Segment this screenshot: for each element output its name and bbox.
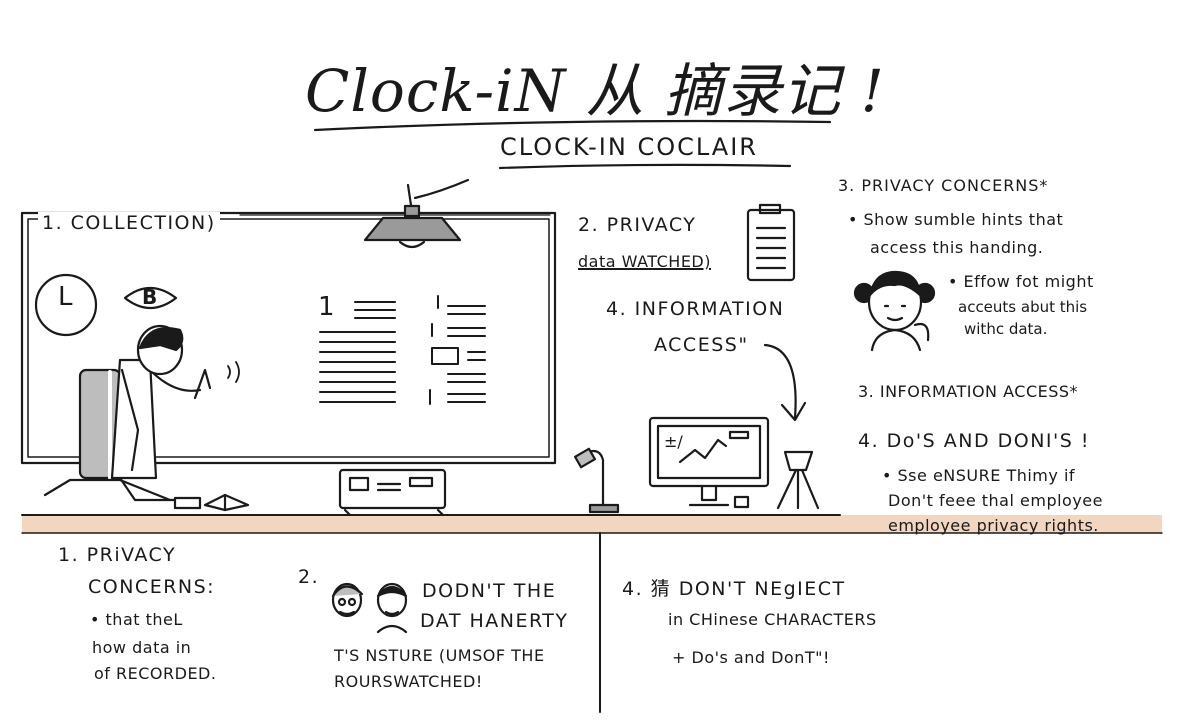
information-access-heading: 3. INFORMATION ACCESS* <box>858 382 1079 401</box>
dos-line1: • Sse eNSURE Thimy if <box>882 466 1076 485</box>
monitor <box>648 416 770 509</box>
bottom-panel1-line1: • that theL <box>90 610 183 629</box>
title-underline <box>313 119 832 132</box>
subtitle-underline <box>498 163 792 170</box>
monitor-screen-glyph: ±/ <box>664 432 683 451</box>
eye-badge-glyph: B <box>142 285 158 309</box>
collection-label: 1. COLLECTION) <box>38 212 220 234</box>
two-faces-icon <box>331 582 408 634</box>
data-watched-label: data WATCHED) <box>578 252 711 271</box>
desktop-device <box>338 468 447 517</box>
dos-line3: employee privacy rights. <box>888 516 1099 535</box>
document-icon <box>746 203 796 282</box>
page-subtitle: CLOCK-IN COCLAIR <box>500 133 758 161</box>
bottom-panel3-line2: + Do's and DonT"! <box>672 648 830 667</box>
bottom-panel2-line1: DODN'T THE <box>422 580 557 602</box>
dos-and-donts-heading: 4. Do'S AND DONI'S ! <box>858 430 1090 452</box>
ceiling-lamp <box>363 178 470 249</box>
sound-wave-icon <box>227 361 240 383</box>
information-label: 4. INFORMATION <box>606 298 785 320</box>
privacy-heading: 2. PRIVACY <box>578 214 697 236</box>
desk-surface <box>22 515 1162 533</box>
bottom-panel1-line3: of RECORDED. <box>94 664 217 683</box>
page-title: Clock-iN 从 摘录记 ! <box>305 57 885 125</box>
plant-stand <box>776 450 820 510</box>
effow-line3: withc data. <box>964 320 1048 338</box>
clock-hand-glyph: L <box>58 282 73 312</box>
book-icon <box>203 493 250 512</box>
dos-line2: Don't feee thal employee <box>888 491 1103 510</box>
access-label: ACCESS" <box>654 334 749 356</box>
whiteboard-list <box>319 295 486 405</box>
eye-icon <box>123 286 178 310</box>
clock-icon <box>34 273 98 337</box>
bottom-panel2-line4: ROURSWATCHED! <box>334 672 483 691</box>
woman-portrait <box>853 270 936 352</box>
bottom-concerns-heading: CONCERNS: <box>88 576 216 598</box>
bottom-panel2-line3: T'S NSTURE (UMSOF THE <box>334 646 545 665</box>
effow-line1: • Effow fot might <box>948 272 1094 291</box>
bottom-panel2-line2: DAT HANERTY <box>420 610 569 632</box>
bottom-panel2-number: 2. <box>298 566 320 588</box>
pointer-arrow <box>763 343 797 420</box>
whiteboard-frame <box>20 211 557 465</box>
effow-line2: acceuts abut this <box>958 298 1088 316</box>
desk-lamp <box>573 447 620 514</box>
privacy-bullet-line2: access this handing. <box>870 238 1044 257</box>
bottom-panel3-line1: in CHinese CHARACTERS <box>668 610 877 629</box>
privacy-concerns-heading: 3. PRIVACY CONCERNS* <box>838 176 1049 195</box>
bottom-panel1-line2: how data in <box>92 638 192 657</box>
bottom-panel3-heading: 4. 猜 DON'T NEgIECT <box>622 578 846 600</box>
bottom-privacy-heading: 1. PRiVACY <box>58 544 177 566</box>
privacy-bullet-line1: • Show sumble hints that <box>848 210 1064 229</box>
usb-stick <box>173 496 202 510</box>
list-number: 1 <box>318 292 335 322</box>
presenter-figure <box>43 324 212 502</box>
